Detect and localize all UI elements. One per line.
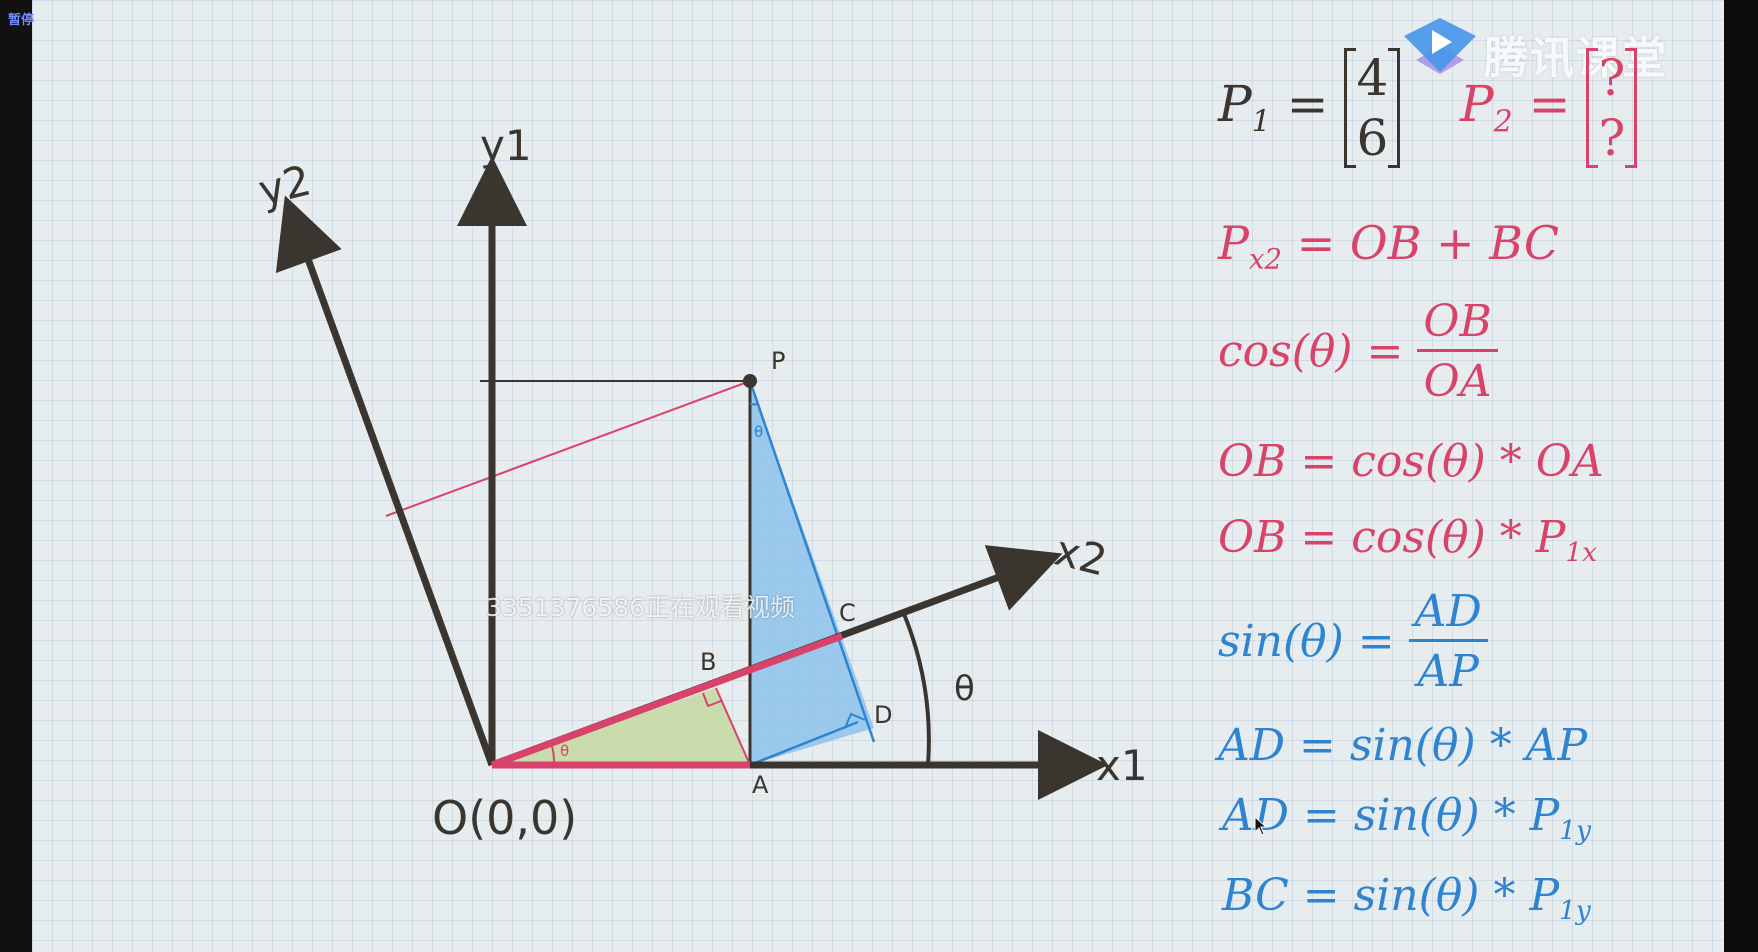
point-d-label: D	[874, 701, 892, 729]
right-angle-b	[702, 692, 722, 708]
blue-triangle	[750, 381, 874, 765]
theta-small-blue-label: θ	[754, 423, 763, 441]
ab-line	[715, 687, 751, 766]
equation-bc-p1y: BC = sin(θ) * P1y	[1222, 870, 1591, 927]
point-p	[743, 374, 757, 388]
x1-label: x1	[1096, 741, 1148, 790]
point-p-label: P	[771, 347, 785, 375]
origin-label: O(0,0)	[432, 791, 577, 845]
theta-arc-small-pink	[550, 742, 556, 766]
equation-ad-ap: AD = sin(θ) * AP	[1218, 720, 1588, 771]
green-triangle	[492, 688, 750, 765]
point-b-label: B	[700, 648, 716, 676]
point-a-label: A	[752, 771, 769, 799]
equation-ob-p1x: OB = cos(θ) * P1x	[1218, 512, 1598, 569]
theta-large-label: θ	[954, 669, 975, 709]
y2-axis	[275, 195, 496, 767]
viewer-watermark: 3351376586正在观看视频	[486, 593, 796, 622]
whiteboard	[32, 0, 1724, 952]
right-border	[1724, 0, 1758, 952]
x2-label: x2	[1050, 526, 1112, 586]
y1-label: y1	[480, 121, 532, 170]
theta-small-pink-label: θ	[560, 742, 569, 760]
equation-ad-p1y: AD = sin(θ) * P1y	[1222, 790, 1591, 847]
right-angle-d	[844, 712, 866, 729]
pd-line	[748, 380, 876, 743]
point-c-label: C	[839, 599, 856, 627]
equation-px2: Px2 = OB + BC	[1218, 216, 1560, 276]
theta-arc-large	[902, 613, 931, 766]
y2-label: y2	[254, 155, 316, 215]
play-icon	[1404, 18, 1476, 74]
pause-label[interactable]: 暂停	[8, 13, 35, 28]
mouse-cursor-icon	[1254, 816, 1268, 836]
ad-line	[749, 720, 859, 767]
equation-p2: P2 = ??	[1460, 48, 1638, 168]
p2-matrix: ??	[1586, 48, 1638, 168]
p-projection-y2-line	[385, 380, 751, 517]
equation-ob-oa: OB = cos(θ) * OA	[1218, 436, 1604, 487]
